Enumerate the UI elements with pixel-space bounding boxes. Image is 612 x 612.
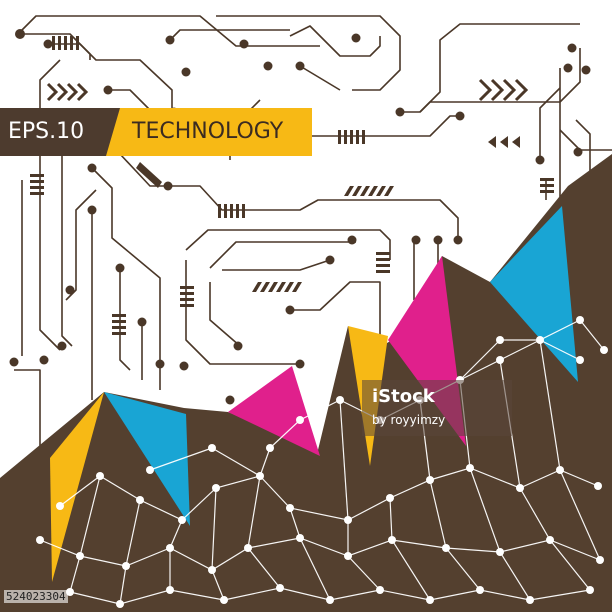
technology-title: TECHNOLOGY [106,108,312,156]
eps-label: EPS.10 [0,108,120,156]
mountain-shape [0,154,612,612]
chevron-left-arrows-icon [488,136,520,148]
watermark-credit: by royyimzy [372,413,446,427]
watermark-logo: iStock [372,386,435,407]
circuit-trace-icon [17,15,320,47]
watermark: iStock by royyimzy [362,380,512,436]
title-banner: EPS.10 TECHNOLOGY [0,108,312,156]
stock-id: 524023304 [4,590,68,603]
chevron-right-arrows-icon [46,78,529,102]
